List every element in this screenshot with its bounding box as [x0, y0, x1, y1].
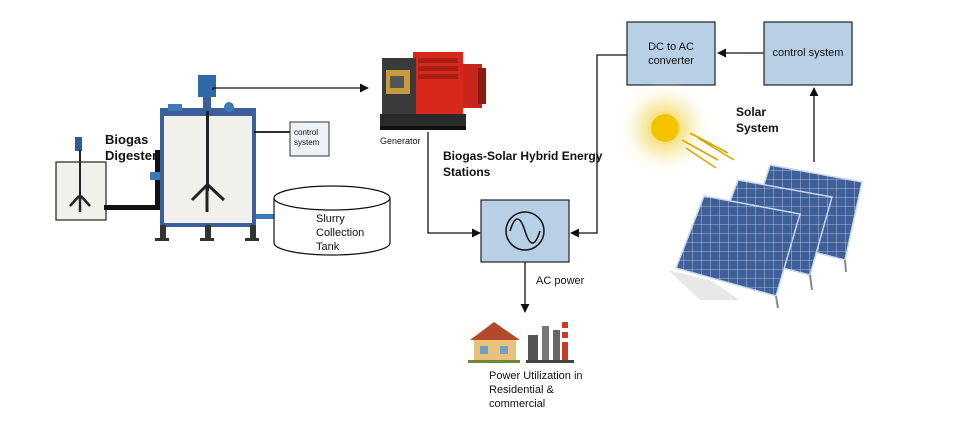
- slurry-tank-label: Slurry Collection Tank: [316, 213, 365, 253]
- sun-icon: [617, 80, 735, 176]
- generator-label: Generator: [380, 136, 421, 146]
- small-digester: [55, 137, 158, 221]
- main-digester: [150, 75, 276, 241]
- control-system-box: [763, 21, 853, 86]
- dc-ac-converter-box: [626, 21, 716, 86]
- control-system-label: control system: [772, 47, 844, 59]
- hybrid-title: Biogas-Solar Hybrid Energy Stations: [443, 149, 603, 179]
- solar-system-label: Solar System: [736, 105, 779, 135]
- power-utilization-label: Power Utilization in Residential & comme…: [489, 370, 583, 410]
- dc-ac-converter-label: DC to AC converter: [648, 41, 694, 67]
- control-system-small-box: [289, 121, 330, 157]
- buildings-icon: [468, 322, 574, 363]
- gas-line: [212, 83, 369, 93]
- biogas-digester-label: Biogas Digester: [105, 132, 158, 163]
- slurry-tank: [273, 185, 391, 256]
- generator-icon: [380, 52, 486, 130]
- converter-to-inverter-line: [570, 54, 627, 238]
- generator-to-inverter-line: [427, 132, 481, 238]
- ac-power-label: AC power: [536, 275, 585, 287]
- control-system-small-label: control system: [294, 128, 320, 147]
- solar-panel-icon: [668, 164, 863, 309]
- sine-wave-icon: [505, 211, 545, 251]
